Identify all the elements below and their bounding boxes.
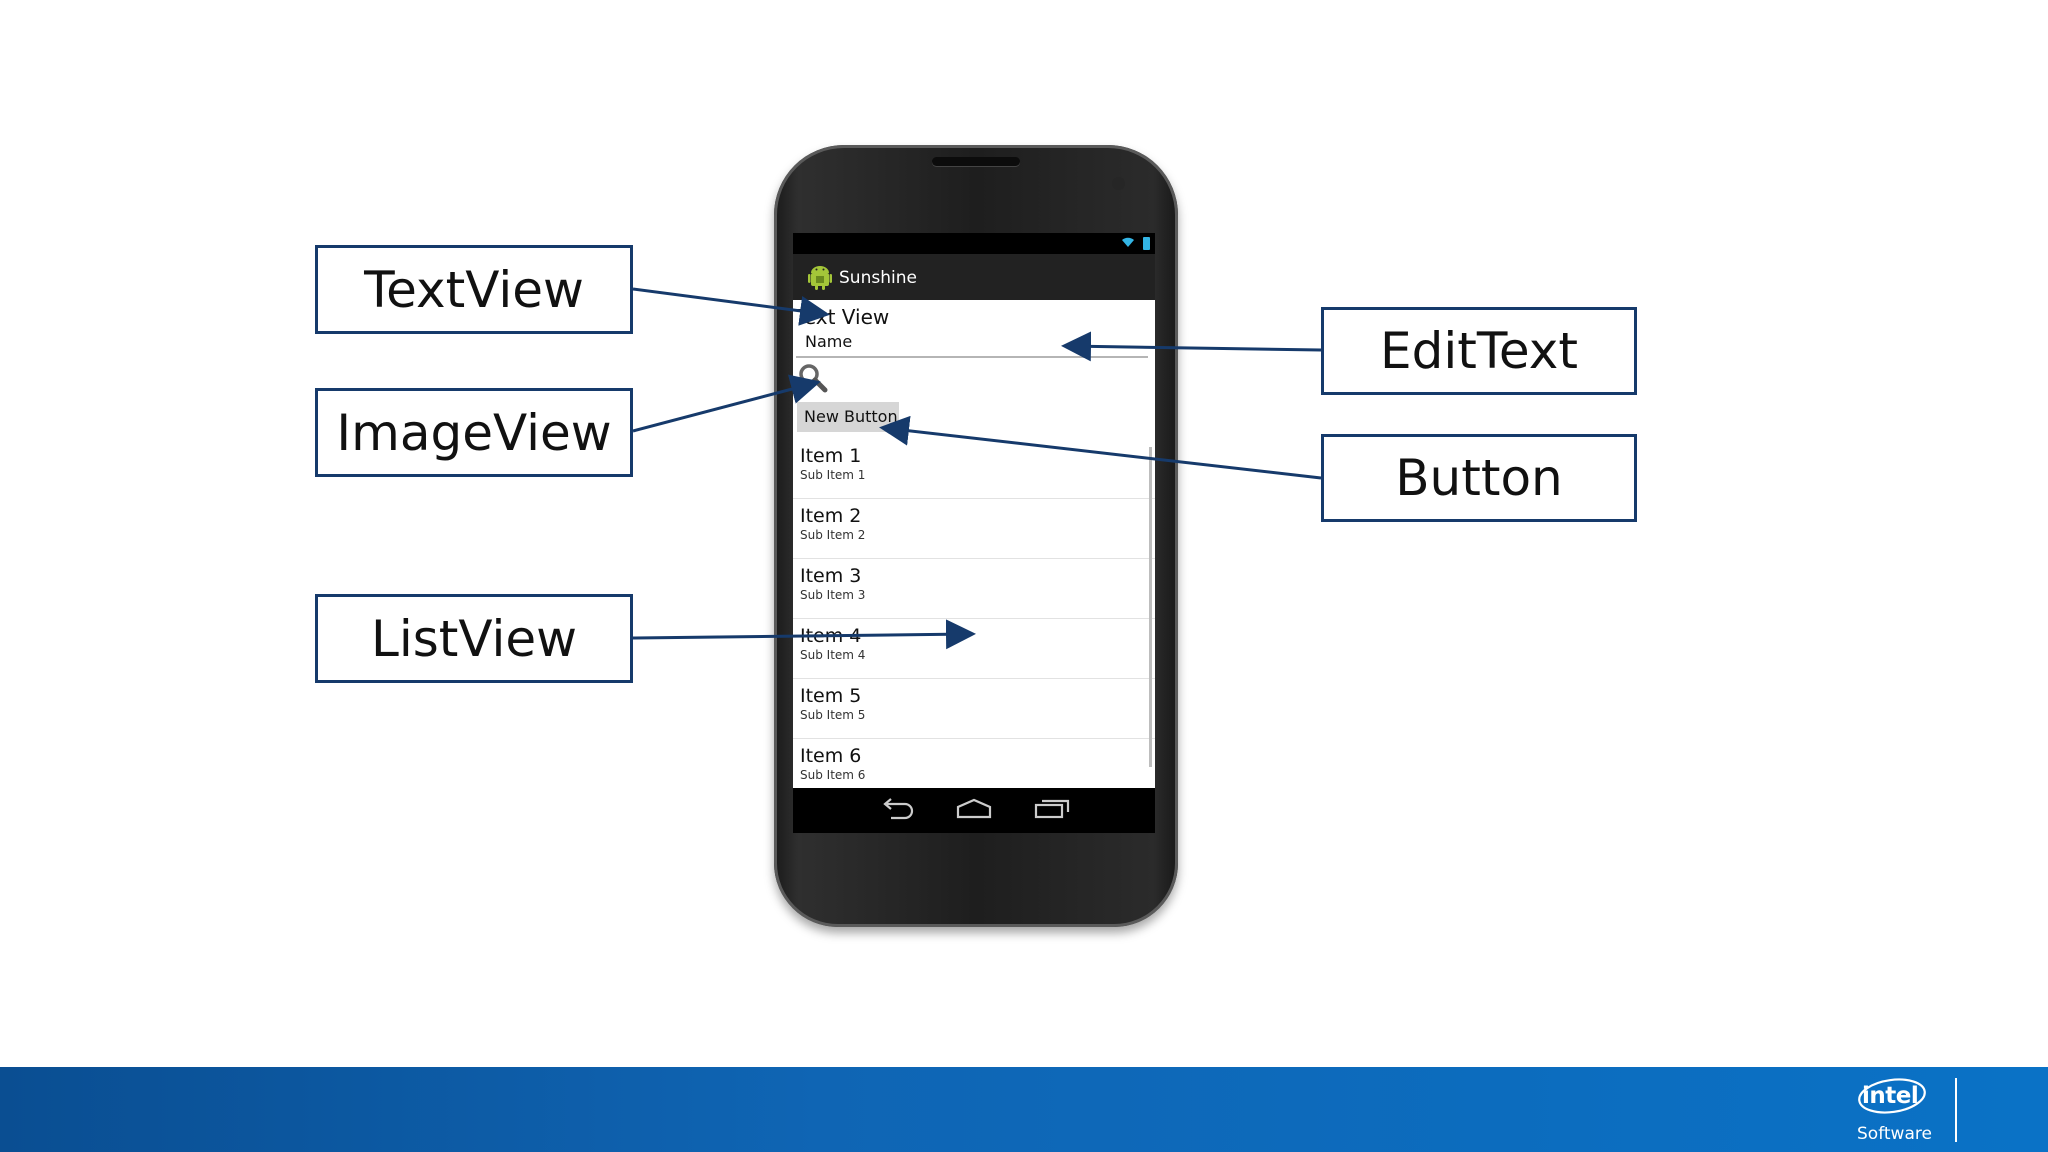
app-title: Sunshine: [839, 268, 917, 288]
app-content: Text View Name New Button Item 1 Sub Ite…: [793, 300, 1155, 788]
intel-software-label: Software: [1857, 1124, 1932, 1144]
phone-camera: [1112, 177, 1125, 190]
action-bar: Sunshine: [793, 254, 1155, 300]
status-bar: [793, 233, 1155, 254]
list-item-subtitle: Sub Item 4: [800, 648, 866, 662]
list-item[interactable]: Item 1 Sub Item 1: [793, 439, 1155, 499]
arrow-edittext: [1061, 331, 1322, 362]
battery-icon: [1143, 237, 1150, 250]
phone-screen: Sunshine Text View Name New Button Item …: [793, 233, 1155, 833]
android-app-icon: [808, 264, 832, 290]
label-listview: ListView: [315, 594, 633, 683]
intel-logo-icon: [1858, 1078, 1926, 1114]
list-item-title: Item 6: [800, 745, 862, 767]
arrow-listview: [632, 619, 976, 650]
footer-bar: [0, 1067, 2048, 1152]
arrow-textview: [632, 287, 830, 326]
name-edit-text[interactable]: Name: [796, 328, 1148, 358]
list-item-subtitle: Sub Item 2: [800, 528, 866, 542]
list-item[interactable]: Item 4 Sub Item 4: [793, 619, 1155, 679]
back-icon[interactable]: [881, 796, 915, 826]
label-imageview: ImageView: [315, 388, 633, 477]
label-textview: TextView: [315, 245, 633, 334]
arrow-button: [879, 415, 1322, 480]
phone-device: Sunshine Text View Name New Button Item …: [774, 145, 1178, 927]
recent-apps-icon[interactable]: [1033, 796, 1071, 826]
list-view[interactable]: Item 1 Sub Item 1 Item 2 Sub Item 2 Item…: [793, 439, 1155, 788]
list-item[interactable]: Item 3 Sub Item 3: [793, 559, 1155, 619]
list-item-title: Item 2: [800, 505, 862, 527]
arrow-imageview: [632, 374, 821, 433]
list-item-title: Item 3: [800, 565, 862, 587]
list-item[interactable]: Item 5 Sub Item 5: [793, 679, 1155, 739]
list-item-title: Item 1: [800, 445, 862, 467]
list-item-subtitle: Sub Item 5: [800, 708, 866, 722]
home-icon[interactable]: [955, 796, 993, 826]
list-item-subtitle: Sub Item 1: [800, 468, 866, 482]
label-edittext: EditText: [1321, 307, 1637, 395]
list-scrollbar[interactable]: [1149, 447, 1152, 767]
list-item[interactable]: Item 6 Sub Item 6: [793, 739, 1155, 788]
label-button: Button: [1321, 434, 1637, 522]
phone-speaker: [932, 157, 1020, 166]
list-item[interactable]: Item 2 Sub Item 2: [793, 499, 1155, 559]
wifi-icon: [1121, 236, 1135, 252]
intel-brand: intel: [1862, 1083, 1919, 1109]
list-item-subtitle: Sub Item 6: [800, 768, 866, 782]
list-item-subtitle: Sub Item 3: [800, 588, 866, 602]
list-item-title: Item 5: [800, 685, 862, 707]
footer-divider: [1955, 1078, 1957, 1142]
navigation-bar: [793, 788, 1155, 833]
